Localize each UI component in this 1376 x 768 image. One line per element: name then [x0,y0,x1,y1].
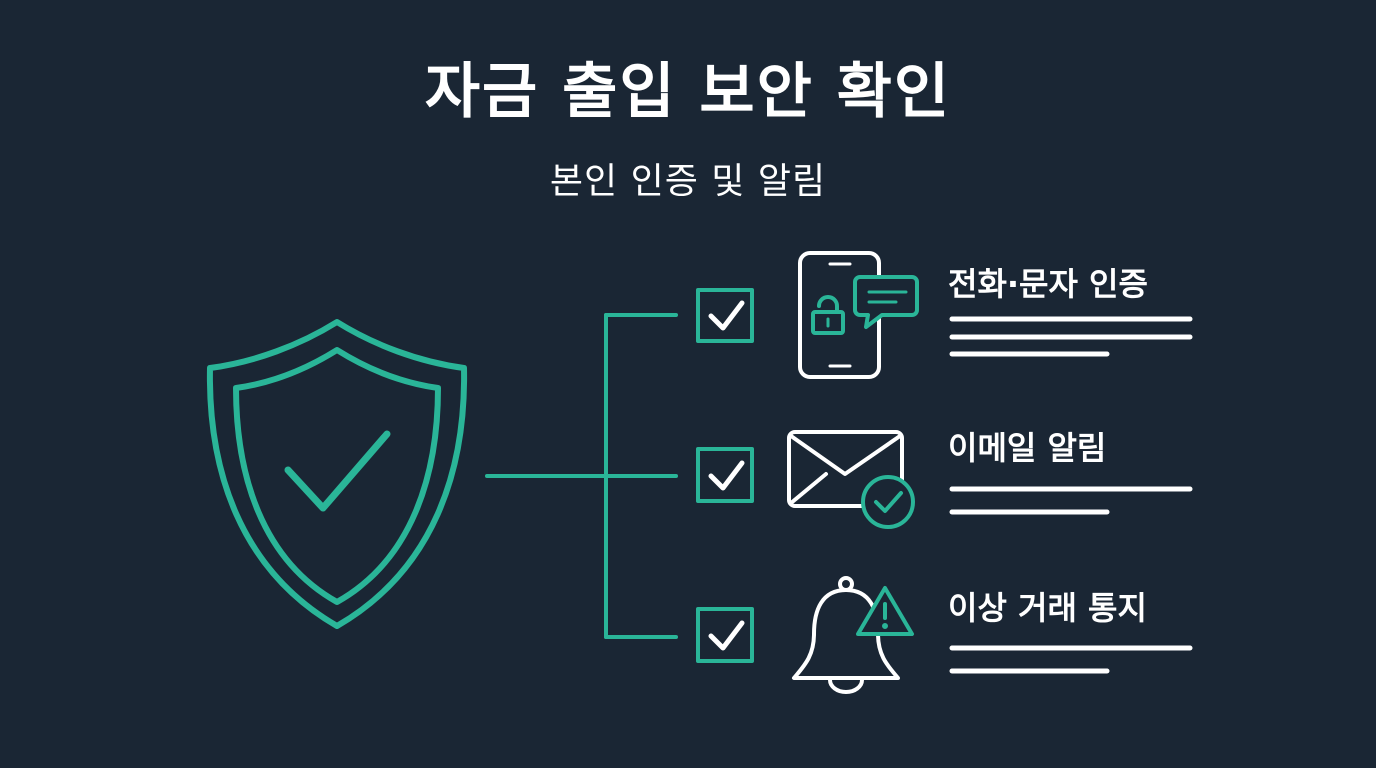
phone-lock-chat-icon [798,251,919,379]
item-label-alert: 이상 거래 통지 [948,589,1147,627]
bell-warning-icon [792,576,914,694]
checkbox-phone [696,288,754,343]
checkbox-alert [696,607,754,663]
text-placeholder-lines [949,316,1193,674]
page-subtitle: 본인 인증 및 알림 [549,161,827,202]
shield-check-icon [206,319,468,629]
page-title: 자금 출입 보안 확인 [424,57,952,127]
connector-lines [485,313,678,639]
item-label-phone: 전화·문자 인증 [948,265,1148,303]
item-label-email: 이메일 알림 [948,429,1107,467]
envelope-check-icon [787,430,915,529]
checkbox-email [696,447,754,503]
